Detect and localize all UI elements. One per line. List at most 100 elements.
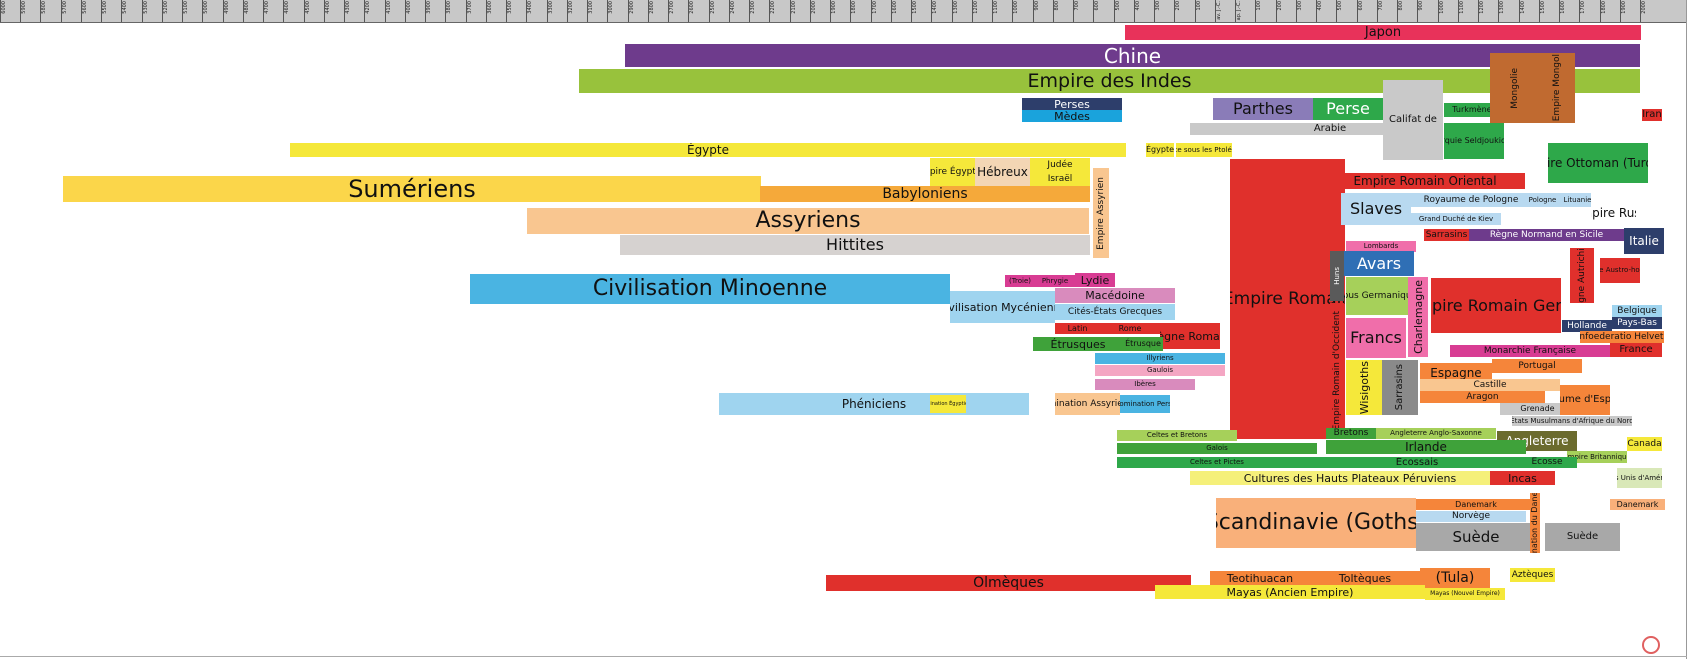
ruler-tick: 1900: [830, 0, 850, 22]
ruler-tick: 1800: [850, 0, 870, 22]
band-azteques: Aztèques: [1510, 568, 1555, 582]
ruler-tick: 5300: [141, 0, 162, 22]
band-medes: Mèdes: [1022, 110, 1122, 122]
band-label: Parthes: [1233, 99, 1293, 118]
band-label: Arabie: [1313, 123, 1347, 134]
ruler-tick: 1200: [1478, 0, 1498, 22]
band-hebreux: Hébreux: [975, 158, 1030, 186]
band-label: Règne Autrichien: [1576, 248, 1587, 303]
band-label: Empire Romain: [1230, 288, 1345, 309]
band-mongolie: Mongolie: [1490, 53, 1540, 123]
band-assyriens: Assyriens: [527, 208, 1089, 234]
band-label: Califat de: [1389, 114, 1437, 125]
ruler-tick: 5500: [101, 0, 121, 22]
band-label: Babyloniens: [882, 186, 968, 202]
ruler-tick: 4700: [263, 0, 283, 22]
ruler-tick: 1900: [1619, 0, 1640, 22]
band-etrusque2: Étrusque: [1123, 337, 1163, 351]
band-label: Norvège: [1451, 511, 1491, 521]
ruler-tick: 3200: [566, 0, 587, 22]
band-suede: Suède: [1416, 523, 1536, 551]
ruler-tick: 700: [1073, 0, 1093, 22]
band-regne-romain: Règne Romain: [1160, 323, 1220, 349]
band-label: Aztèques: [1511, 569, 1554, 580]
band-label: Empire Égyptien: [930, 166, 975, 177]
band-angleterre-as: Angleterre Anglo-Saxonne: [1376, 428, 1496, 439]
band-hittites: Hittites: [620, 235, 1090, 255]
ruler-tick: 300: [1154, 0, 1174, 22]
band-label: Sumériens: [348, 176, 476, 202]
band-iberes: Ibères: [1095, 379, 1195, 390]
band-label: Mongolie: [1509, 67, 1520, 109]
band-label: Écosse: [1531, 457, 1563, 467]
band-label: Hollande: [1567, 320, 1607, 331]
band-cultures-hp: Cultures des Hauts Plateaux Péruviens: [1190, 471, 1510, 485]
band-belgique: Belgique: [1612, 305, 1662, 317]
band-label: (Tula): [1435, 570, 1475, 586]
band-dom-perse: Domination Perse: [1120, 395, 1170, 413]
band-kiev: Grand Duché de Kiev: [1411, 213, 1501, 225]
band-monarchie: Monarchie Française: [1450, 345, 1610, 357]
band-label: Danemark: [1455, 499, 1497, 509]
band-label: Mèdes: [1054, 110, 1090, 122]
ruler-tick: 1200: [971, 0, 992, 22]
band-scandinavie: Scandinavie (Goths): [1216, 498, 1416, 548]
ruler-tick: 100: [1194, 0, 1215, 22]
band-label: Pologne: [1528, 195, 1557, 204]
ruler-tick: 4200: [364, 0, 384, 22]
ruler-tick: 2800: [647, 0, 668, 22]
band-label: Portugal: [1518, 360, 1556, 371]
ruler-tick: 1400: [931, 0, 951, 22]
ruler-tick: 5700: [60, 0, 81, 22]
band-label: Mayas (Nouvel Empire): [1430, 590, 1500, 597]
band-label: France: [1619, 344, 1653, 355]
band-label: Civilisation Minoenne: [592, 276, 828, 301]
band-celtes-pictes: Celtes et Pictes: [1117, 457, 1317, 468]
band-label: Empire Austro-hongrois: [1600, 266, 1640, 274]
band-label: Lituanie: [1563, 195, 1592, 204]
band-label: Égypte: [1146, 145, 1174, 154]
band-perse: Perse: [1313, 98, 1383, 120]
band-minoenne: Civilisation Minoenne: [470, 274, 950, 304]
band-label: Rome: [1118, 323, 1142, 333]
band-label: Royaume d'Espagne: [1560, 394, 1610, 405]
band-label: Canada: [1627, 438, 1662, 449]
ruler-tick: 3900: [425, 0, 445, 22]
band-label: Toltèques: [1338, 571, 1392, 585]
band-romain-occident: Empire Romain d'Occident: [1330, 303, 1344, 438]
ruler-tick: 4000: [404, 0, 425, 22]
band-label: Étrusque: [1125, 339, 1161, 348]
band-chine: Chine: [625, 44, 1640, 67]
ruler-tick: 1600: [1559, 0, 1579, 22]
band-gaulois: Gaulois: [1095, 365, 1225, 376]
band-label: Règne Normand en Sicile: [1489, 229, 1604, 240]
ruler-tick: 100: [1255, 0, 1275, 22]
ruler-tick: 1600: [890, 0, 911, 22]
band-label: Égypte sous les Ptolémées: [1176, 145, 1232, 154]
ruler-tick: 1800: [1599, 0, 1620, 22]
band-ottoman: Empire Ottoman (Turquie): [1548, 143, 1648, 183]
ruler-tick: 2000: [1640, 0, 1660, 22]
band-label: Sarrasins: [1425, 229, 1468, 240]
band-regne-autrichien: Règne Autrichien: [1570, 248, 1594, 303]
ruler-tick: 3000: [607, 0, 627, 22]
band-label: Charlemagne: [1411, 280, 1425, 354]
band-etrusques: Étrusques: [1033, 337, 1123, 351]
band-label: Sarrasins: [1394, 364, 1405, 411]
ruler-tick: 2000: [809, 0, 830, 22]
band-castille: Castille: [1420, 379, 1560, 391]
ruler-tick: 800: [1397, 0, 1417, 22]
ruler-tick: 4500: [303, 0, 324, 22]
band-label: Incas: [1508, 471, 1537, 485]
ruler-tick: 700: [1376, 0, 1397, 22]
band-pheniciens: Phéniciens: [719, 393, 1029, 415]
band-incas: Incas: [1490, 471, 1555, 485]
ruler-tick: 900: [1032, 0, 1053, 22]
band-label: Suède: [1566, 531, 1599, 542]
ruler-tick: 200: [1275, 0, 1296, 22]
band-norvege: Norvège: [1416, 511, 1526, 522]
band-label: Danemark: [1616, 499, 1659, 509]
band-lydie: Lydie: [1075, 273, 1115, 287]
band-saint-empire: Saint Empire Romain Germanique: [1431, 278, 1561, 333]
